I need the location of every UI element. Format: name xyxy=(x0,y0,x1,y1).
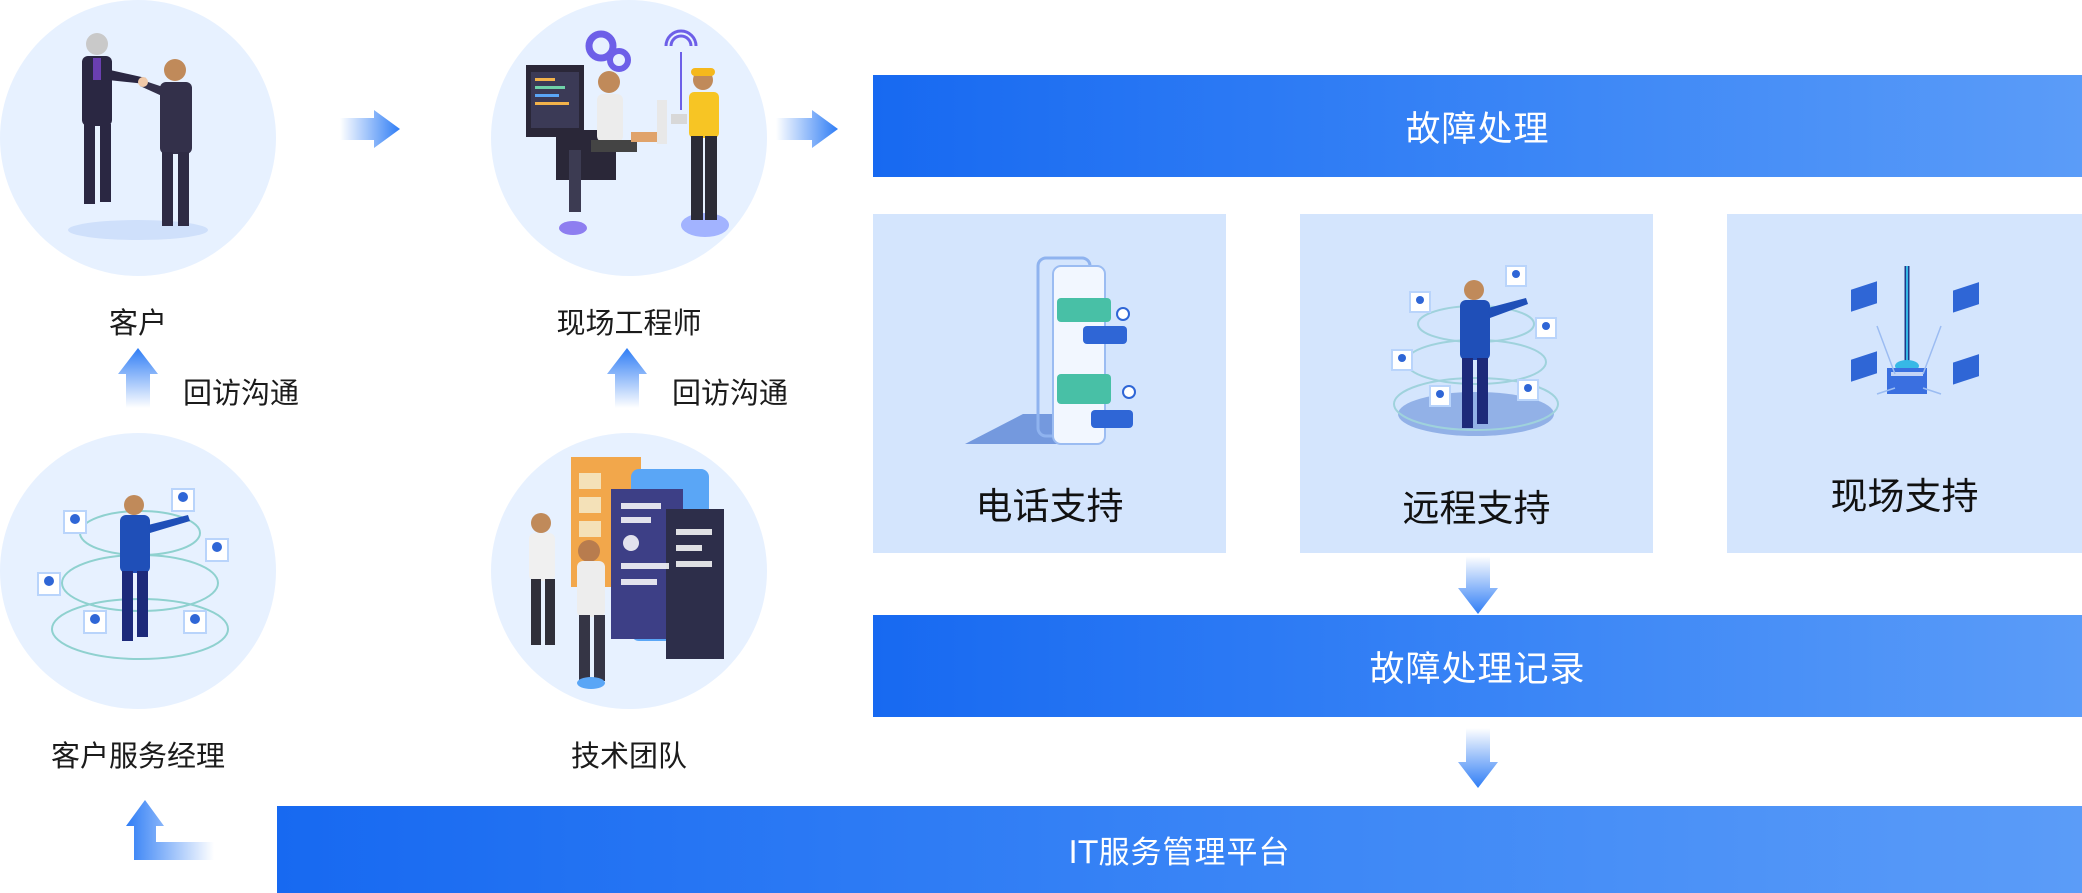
arrow-right-icon xyxy=(776,110,838,148)
node-label-tech-team: 技术团队 xyxy=(570,739,687,773)
handshake-people-icon xyxy=(68,33,208,240)
phone-chat-icon xyxy=(965,256,1136,445)
bar-fault-record: 故障处理记录 xyxy=(873,615,2082,717)
card-phone-support: 电话支持 xyxy=(873,214,1226,553)
engineer-at-computer-icon xyxy=(526,29,729,237)
bar-platform-label: IT服务管理平台 xyxy=(1068,835,1291,871)
arrow-up-icon xyxy=(607,348,647,408)
card-label-phone: 电话支持 xyxy=(975,485,1124,528)
node-label-customer: 客户 xyxy=(108,306,167,340)
network-hub-icon xyxy=(1851,266,1979,395)
card-label-onsite: 现场支持 xyxy=(1830,475,1979,518)
flow-label-right: 回访沟通 xyxy=(672,376,789,410)
arrow-corner-up-icon xyxy=(126,800,214,860)
node-customer: 客户 xyxy=(0,0,276,340)
customer-circle xyxy=(0,0,276,276)
remote-person-icon xyxy=(1391,265,1559,436)
node-tech-team: 技术团队 xyxy=(491,433,767,773)
arrow-down-icon xyxy=(1458,556,1498,614)
node-label-field-engineer: 现场工程师 xyxy=(556,306,702,340)
account-manager-circle xyxy=(0,433,276,709)
arrow-up-icon xyxy=(118,348,158,408)
card-onsite-support: 现场支持 xyxy=(1727,214,2082,553)
node-field-engineer: 现场工程师 xyxy=(491,0,767,340)
arrow-right-icon xyxy=(340,110,400,148)
bar-platform: IT服务管理平台 xyxy=(277,806,2082,893)
tech-team-circle xyxy=(491,433,767,709)
flow-label-left: 回访沟通 xyxy=(183,376,300,410)
manager-with-avatars-icon xyxy=(37,488,229,660)
card-remote-support: 远程支持 xyxy=(1300,214,1653,553)
node-account-manager: 客户服务经理 xyxy=(0,433,276,773)
bar-fault-handling: 故障处理 xyxy=(873,75,2082,177)
bar-fault-handling-label: 故障处理 xyxy=(1405,109,1550,150)
field-engineer-circle xyxy=(491,0,767,276)
node-label-account-manager: 客户服务经理 xyxy=(50,739,225,773)
team-at-dashboard-icon xyxy=(529,457,724,689)
bar-fault-record-label: 故障处理记录 xyxy=(1369,649,1586,690)
arrow-down-icon xyxy=(1458,728,1498,788)
card-label-remote: 远程支持 xyxy=(1402,487,1551,530)
